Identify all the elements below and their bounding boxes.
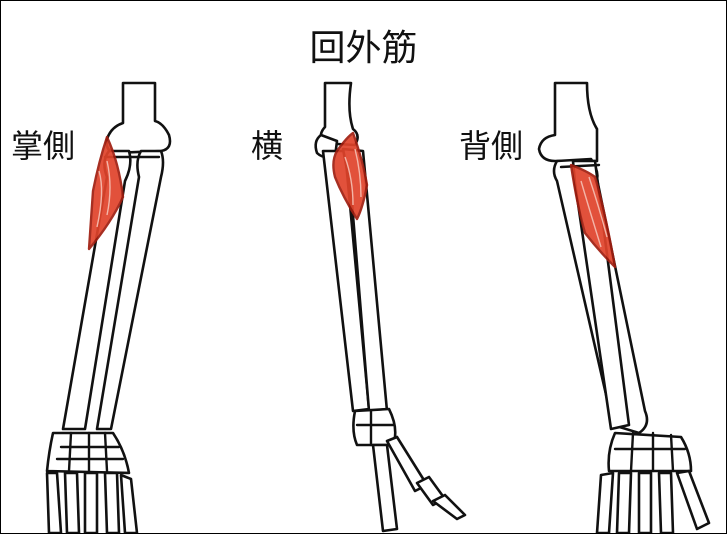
carpal-lines-dorsal xyxy=(613,431,687,473)
metacarpal-1-palmar xyxy=(45,471,63,533)
muscle-fibers-lateral xyxy=(344,148,362,206)
view-label-dorsal: 背側 xyxy=(459,127,524,165)
metacarpal-5-palmar xyxy=(119,473,139,533)
muscle-fibers-dorsal xyxy=(580,176,608,248)
forearm-palmar xyxy=(45,81,172,533)
metacarpal-4-dorsal xyxy=(657,471,675,533)
humerus-dorsal xyxy=(537,81,599,163)
metacarpal-3-palmar xyxy=(83,471,99,533)
carpal-lines-lateral xyxy=(355,409,395,447)
supinator-muscle-dorsal xyxy=(569,163,617,269)
humerus-palmar xyxy=(105,81,172,155)
metacarpal-4-palmar xyxy=(103,471,121,533)
forearm-lateral xyxy=(314,81,467,533)
metacarpal-2-dorsal xyxy=(615,471,633,533)
metacarpal-3-dorsal xyxy=(637,471,653,533)
supinator-muscle-palmar xyxy=(87,135,125,251)
muscle-fibers-palmar xyxy=(96,160,111,228)
carpals-dorsal xyxy=(607,431,693,473)
view-label-lateral: 横 xyxy=(251,127,284,165)
humerus-lateral xyxy=(319,81,359,147)
metacarpal-5-dorsal xyxy=(675,469,711,531)
carpal-lines-palmar xyxy=(55,431,125,473)
forearm-dorsal xyxy=(537,81,711,533)
diagram-title: 回外筋 xyxy=(309,28,418,69)
ulna-palmar xyxy=(95,149,165,431)
metacarpal-1-dorsal xyxy=(595,471,615,533)
view-label-palmar: 掌側 xyxy=(11,127,76,165)
metacarpal-2-palmar xyxy=(63,471,81,533)
thumb-tip-lateral xyxy=(431,493,467,521)
elbow-joint-line-dorsal xyxy=(559,163,601,169)
hand-bones-lateral-1 xyxy=(371,443,399,533)
